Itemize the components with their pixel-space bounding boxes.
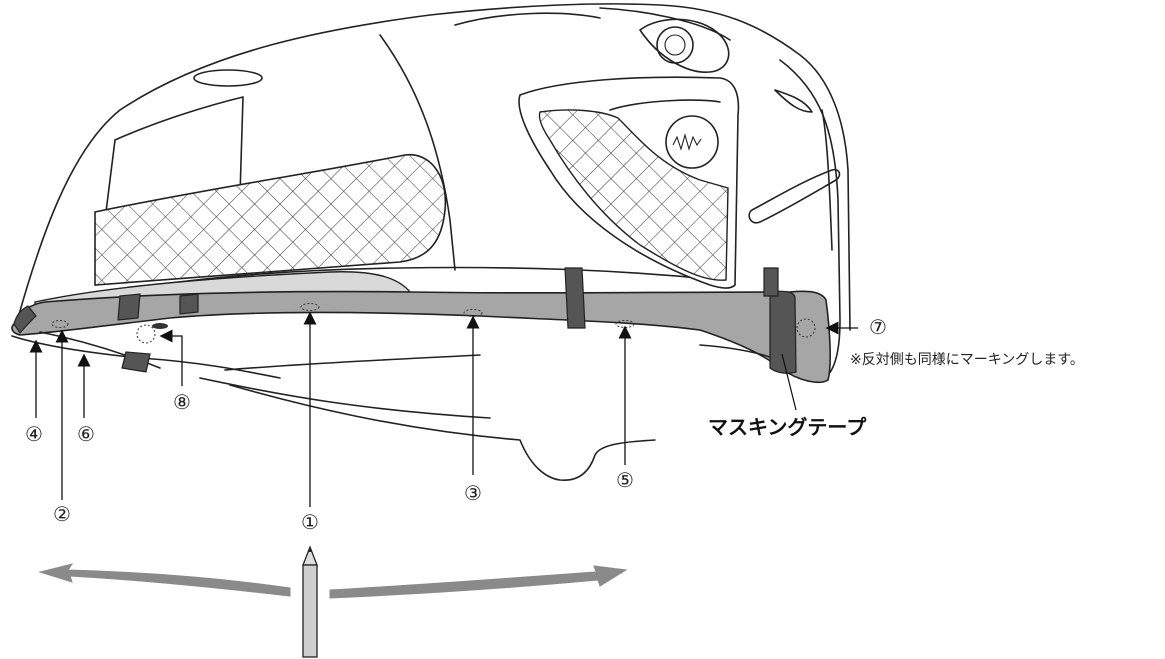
masking-tape-pieces [13, 267, 797, 374]
marker-6: ⑥ [77, 422, 95, 446]
tape-piece-right-tail [763, 267, 779, 297]
marker-5: ⑤ [616, 468, 634, 492]
marking-points [51, 303, 816, 344]
undertray [199, 344, 791, 481]
tape-piece-edge [13, 305, 37, 335]
marker-8: ⑧ [173, 390, 191, 414]
sweep-arrow-left [38, 563, 291, 597]
svg-text:③: ③ [464, 481, 482, 505]
pencil-icon [302, 545, 318, 658]
marker-7: ⑦ [869, 315, 887, 339]
svg-text:②: ② [53, 502, 71, 526]
sweep-arrow-right [329, 565, 628, 599]
marker-4: ④ [25, 422, 43, 446]
grille-right [518, 76, 740, 289]
svg-text:①: ① [301, 510, 319, 534]
tape-piece-left-1 [179, 293, 199, 315]
masking-tape-label: マスキングテープ [708, 415, 867, 439]
svg-text:⑥: ⑥ [77, 422, 95, 446]
marker-1: ① [301, 510, 319, 534]
svg-text:⑤: ⑤ [616, 468, 634, 492]
note-text: ※反対側も同様にマーキングします。 [850, 352, 1084, 368]
marking-point-solid [152, 323, 168, 329]
tape-piece-left-2 [117, 293, 141, 321]
marker-2: ② [53, 502, 71, 526]
tape-piece-right [769, 290, 797, 374]
tape-piece-left-3 [121, 351, 151, 373]
svg-text:⑧: ⑧ [173, 390, 191, 414]
leader-lines [29, 311, 858, 507]
grille-center [94, 154, 447, 286]
marker-3: ③ [464, 481, 482, 505]
tape-piece-center [564, 267, 586, 329]
svg-text:⑦: ⑦ [869, 315, 887, 339]
svg-text:④: ④ [25, 422, 43, 446]
